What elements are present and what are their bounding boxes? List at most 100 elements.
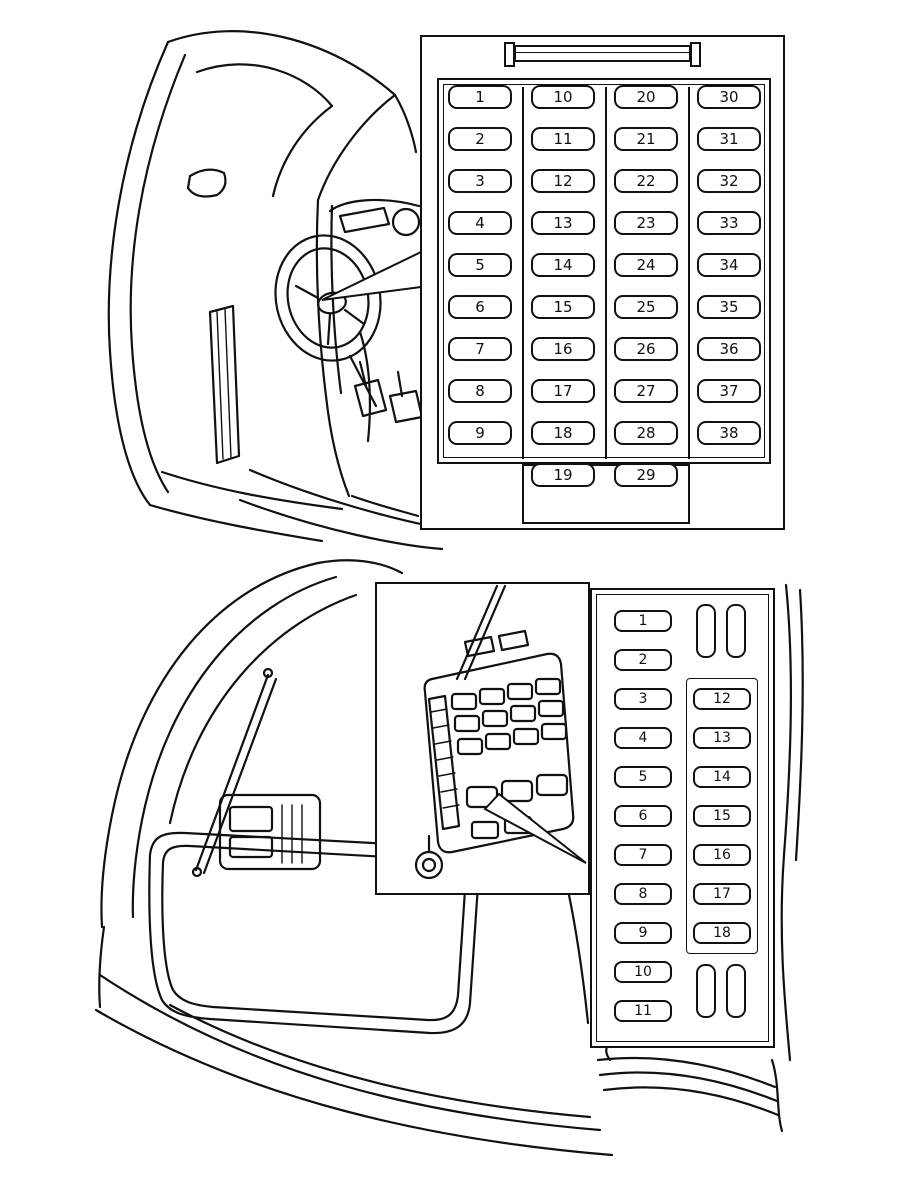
fuse-slot: 15 xyxy=(693,805,751,827)
fuse-slot: 8 xyxy=(614,883,672,905)
fuse-slot: 26 xyxy=(614,337,678,361)
fuse-number: 7 xyxy=(638,847,648,863)
fuse-slot: 35 xyxy=(697,295,761,319)
fuse-number: 9 xyxy=(638,925,648,941)
fuse-slot: 2 xyxy=(614,649,672,671)
fuse-slot: 17 xyxy=(693,883,751,905)
fuse-slot: 1 xyxy=(614,610,672,632)
fuse-slot: 22 xyxy=(614,169,678,193)
fuse-number: 12 xyxy=(713,691,731,707)
fuse-column-4: 30 31 32 33 34 35 xyxy=(697,85,761,463)
fuse-number: 37 xyxy=(719,381,739,400)
fuse-slot: 6 xyxy=(614,805,672,827)
fuse-slot: 5 xyxy=(614,766,672,788)
fuse-slot: 31 xyxy=(697,127,761,151)
fuse-number: 12 xyxy=(553,171,573,190)
fuse-slot: 9 xyxy=(448,421,512,445)
fuse-slot: 10 xyxy=(614,961,672,983)
fuse-number: 22 xyxy=(636,171,656,190)
fuse-number: 4 xyxy=(475,213,485,232)
fuse-slot: 32 xyxy=(697,169,761,193)
fuse-slot: 17 xyxy=(531,379,595,403)
fuse-slot: 24 xyxy=(614,253,678,277)
fuse-number: 1 xyxy=(638,613,648,629)
car-interior-illustration xyxy=(107,30,444,551)
fuse-slot: 14 xyxy=(531,253,595,277)
fuse-number: 1 xyxy=(475,87,485,106)
panel-handle-line xyxy=(516,52,689,53)
fuse-number: 6 xyxy=(475,297,485,316)
fuse-column-2: 10 11 12 13 14 15 xyxy=(531,85,595,505)
fuse-number: 3 xyxy=(638,691,648,707)
cabin-fuse-panel: 1 2 3 4 5 6 xyxy=(420,35,785,530)
fuse-slot: 18 xyxy=(531,421,595,445)
fuse-slot: 14 xyxy=(693,766,751,788)
fuse-column-3: 20 21 22 23 24 25 xyxy=(614,85,678,505)
fuse-slot: 16 xyxy=(531,337,595,361)
fuse-number: 2 xyxy=(475,129,485,148)
panel-handle-cap xyxy=(690,42,701,67)
fuse-slot: 19 xyxy=(531,463,595,487)
fuse-number: 14 xyxy=(713,769,731,785)
cargo-fuse-column-left: 1 2 3 4 5 6 xyxy=(614,610,672,1039)
fuse-slot: 4 xyxy=(614,727,672,749)
fuse-slot: 23 xyxy=(614,211,678,235)
fuse-slot: 12 xyxy=(531,169,595,193)
fuse-number: 4 xyxy=(638,730,648,746)
fuse-slot: 13 xyxy=(693,727,751,749)
column-divider xyxy=(688,87,690,459)
callout-pointer xyxy=(321,250,422,301)
fuse-number: 24 xyxy=(636,255,656,274)
fuse-slot: 9 xyxy=(614,922,672,944)
fuse-number: 3 xyxy=(475,171,485,190)
fuse-number: 8 xyxy=(475,381,485,400)
fuse-number: 9 xyxy=(475,423,485,442)
fuse-number: 5 xyxy=(638,769,648,785)
fuse-number: 13 xyxy=(713,730,731,746)
fuse-slot: 8 xyxy=(448,379,512,403)
fuse-slot: 38 xyxy=(697,421,761,445)
fuse-number: 36 xyxy=(719,339,739,358)
fuse-slot: 27 xyxy=(614,379,678,403)
fuse-number: 20 xyxy=(636,87,656,106)
fuse-number: 25 xyxy=(636,297,656,316)
relay-slot xyxy=(726,964,746,1018)
fuse-number: 23 xyxy=(636,213,656,232)
fuse-slot: 10 xyxy=(531,85,595,109)
right-fuse-group-frame xyxy=(686,678,758,954)
fuse-slot: 28 xyxy=(614,421,678,445)
fuse-slot: 13 xyxy=(531,211,595,235)
fuse-number: 38 xyxy=(719,423,739,442)
fuse-number: 18 xyxy=(553,423,573,442)
fuse-number: 17 xyxy=(553,381,573,400)
callout-pointer xyxy=(483,792,587,864)
fuse-slot: 3 xyxy=(614,688,672,710)
fuse-column-1: 1 2 3 4 5 6 xyxy=(448,85,512,463)
fuse-number: 35 xyxy=(719,297,739,316)
fuse-number: 30 xyxy=(719,87,739,106)
fuse-number: 31 xyxy=(719,129,739,148)
fuse-slot: 34 xyxy=(697,253,761,277)
fuse-number: 28 xyxy=(636,423,656,442)
fuse-number: 27 xyxy=(636,381,656,400)
fuse-slot: 16 xyxy=(693,844,751,866)
panel-handle xyxy=(514,45,691,62)
fuse-slot: 1 xyxy=(448,85,512,109)
fuse-number: 34 xyxy=(719,255,739,274)
fuse-slot: 36 xyxy=(697,337,761,361)
fuse-module-inset xyxy=(375,582,590,895)
relay-slot xyxy=(726,604,746,658)
fuse-slot: 2 xyxy=(448,127,512,151)
fuse-slot: 25 xyxy=(614,295,678,319)
cargo-fuse-panel: 1 2 3 4 5 6 xyxy=(590,588,775,1048)
fuse-slot: 21 xyxy=(614,127,678,151)
fuse-slot: 20 xyxy=(614,85,678,109)
fuse-number: 14 xyxy=(553,255,573,274)
fuse-number: 10 xyxy=(553,87,573,106)
fuse-number: 5 xyxy=(475,255,485,274)
fuse-slot: 37 xyxy=(697,379,761,403)
fuse-number: 6 xyxy=(638,808,648,824)
fuse-slot: 7 xyxy=(448,337,512,361)
fuse-number: 16 xyxy=(713,847,731,863)
